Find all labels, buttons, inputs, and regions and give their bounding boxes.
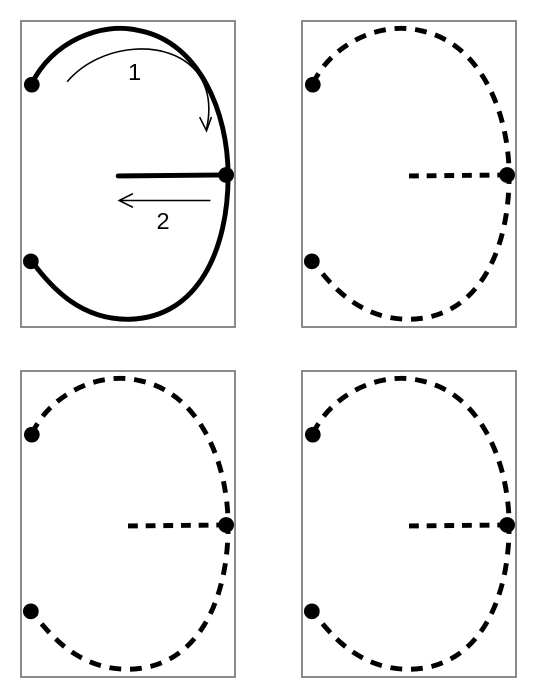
stroke-panel-solid: 1 2 [20, 20, 236, 328]
trace-panel-dashed-2 [20, 370, 236, 678]
start-dot-bottom [22, 253, 39, 270]
step-label-2: 2 [156, 208, 169, 234]
dot-top [304, 76, 321, 93]
dot-top [304, 426, 321, 443]
dashed-bar [127, 522, 227, 529]
dot-bottom [303, 603, 320, 620]
letter-shape-dashed [22, 375, 234, 672]
stroke-2-bar [115, 172, 229, 179]
letter-shape-solid: 1 2 [22, 25, 234, 322]
dot-bottom [22, 603, 39, 620]
trace-panel-dashed-3 [301, 370, 517, 678]
dot-top [23, 426, 40, 443]
dot-bar [218, 517, 234, 533]
letter-shape-dashed [303, 375, 515, 672]
trace-panel-dashed-1 [301, 20, 517, 328]
dot-bottom [303, 253, 320, 270]
dot-bar [499, 517, 515, 533]
arrowhead-2 [117, 192, 134, 209]
step-label-1: 1 [128, 59, 141, 85]
start-dot-bar [218, 167, 234, 183]
stroke-order-arrow-1 [66, 48, 210, 130]
letter-shape-dashed [303, 25, 515, 322]
dot-bar [499, 167, 515, 183]
arrowhead-1 [198, 116, 213, 133]
dashed-bar [408, 172, 508, 179]
dashed-bar [408, 522, 508, 529]
start-dot-top [23, 76, 40, 93]
